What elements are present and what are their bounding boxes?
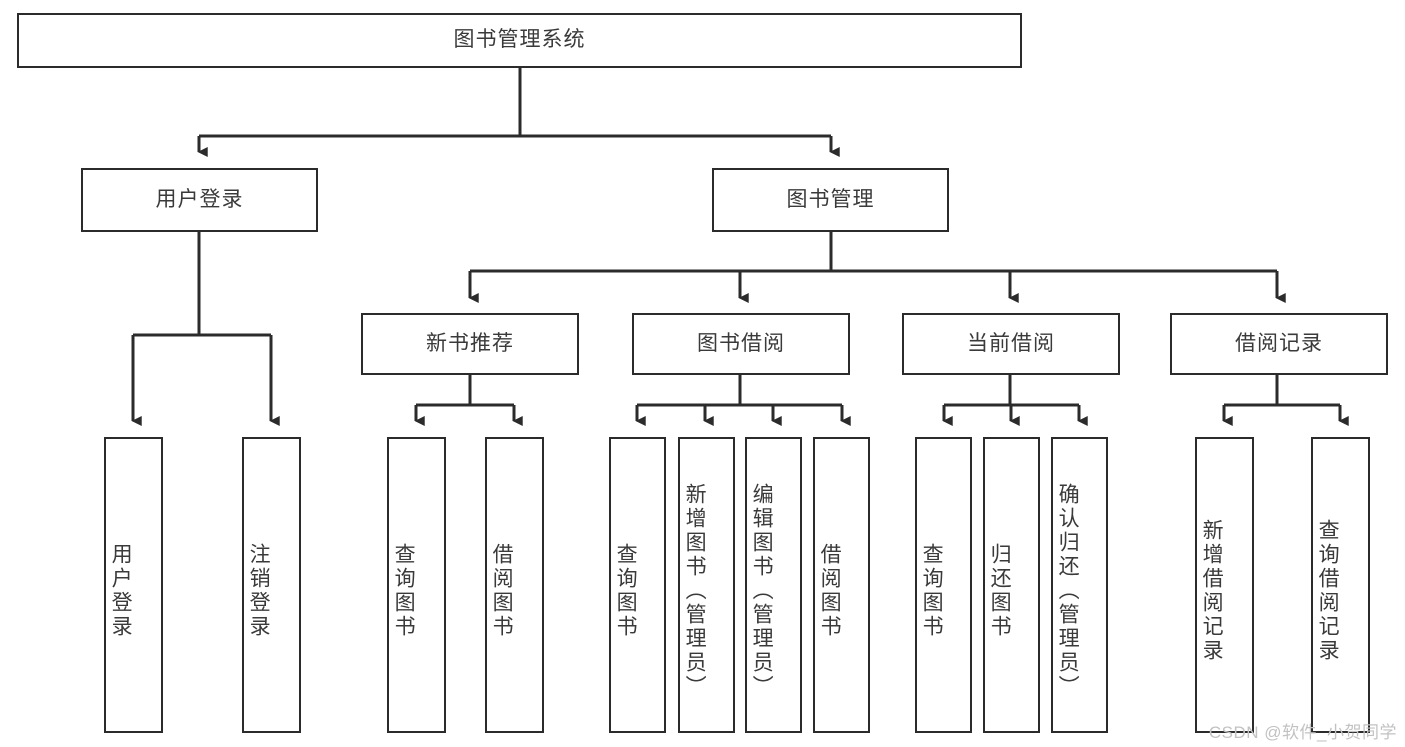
node-new-book-recommend[interactable]: 新书推荐 <box>361 313 579 375</box>
node-label: 新增借阅记录 <box>1200 519 1224 663</box>
node-label: 图书管理系统 <box>453 28 586 52</box>
node-borrow-record[interactable]: 借阅记录 <box>1170 313 1388 375</box>
leaf-book-borrow-borrow-book[interactable]: 借阅图书 <box>813 437 870 733</box>
node-label: 新增图书（管理员） <box>683 483 707 699</box>
leaf-new-book-query-book[interactable]: 查询图书 <box>387 437 446 733</box>
node-label: 新书推荐 <box>426 331 514 355</box>
leaf-book-borrow-edit-book-admin[interactable]: 编辑图书（管理员） <box>745 437 802 733</box>
node-book-borrow[interactable]: 图书借阅 <box>632 313 850 375</box>
node-label: 查询借阅记录 <box>1316 519 1340 663</box>
node-label: 当前借阅 <box>967 331 1055 355</box>
node-label: 确认归还（管理员） <box>1056 483 1080 699</box>
node-current-borrow[interactable]: 当前借阅 <box>902 313 1120 375</box>
leaf-book-borrow-query-book[interactable]: 查询图书 <box>609 437 666 733</box>
leaf-current-borrow-query-book[interactable]: 查询图书 <box>915 437 972 733</box>
node-label: 借阅记录 <box>1235 331 1323 355</box>
node-label: 查询图书 <box>392 543 416 639</box>
node-label: 归还图书 <box>988 543 1012 639</box>
leaf-borrow-record-add-record[interactable]: 新增借阅记录 <box>1195 437 1254 733</box>
node-label: 图书借阅 <box>697 331 785 355</box>
node-label: 用户登录 <box>109 543 133 639</box>
leaf-current-borrow-confirm-return-admin[interactable]: 确认归还（管理员） <box>1051 437 1108 733</box>
node-label: 注销登录 <box>247 543 271 639</box>
leaf-borrow-record-query-record[interactable]: 查询借阅记录 <box>1311 437 1370 733</box>
leaf-user-login-login[interactable]: 用户登录 <box>104 437 163 733</box>
leaf-user-login-logout[interactable]: 注销登录 <box>242 437 301 733</box>
leaf-current-borrow-return-book[interactable]: 归还图书 <box>983 437 1040 733</box>
node-label: 图书管理 <box>786 187 875 211</box>
node-label: 借阅图书 <box>818 543 842 639</box>
node-label: 借阅图书 <box>490 543 514 639</box>
node-label: 查询图书 <box>920 543 944 639</box>
leaf-book-borrow-add-book-admin[interactable]: 新增图书（管理员） <box>678 437 735 733</box>
node-root-book-management-system[interactable]: 图书管理系统 <box>17 13 1022 68</box>
leaf-new-book-borrow-book[interactable]: 借阅图书 <box>485 437 544 733</box>
node-user-login[interactable]: 用户登录 <box>81 168 318 232</box>
node-book-management[interactable]: 图书管理 <box>712 168 949 232</box>
node-label: 编辑图书（管理员） <box>750 483 774 699</box>
node-label: 查询图书 <box>614 543 638 639</box>
node-label: 用户登录 <box>155 187 244 211</box>
